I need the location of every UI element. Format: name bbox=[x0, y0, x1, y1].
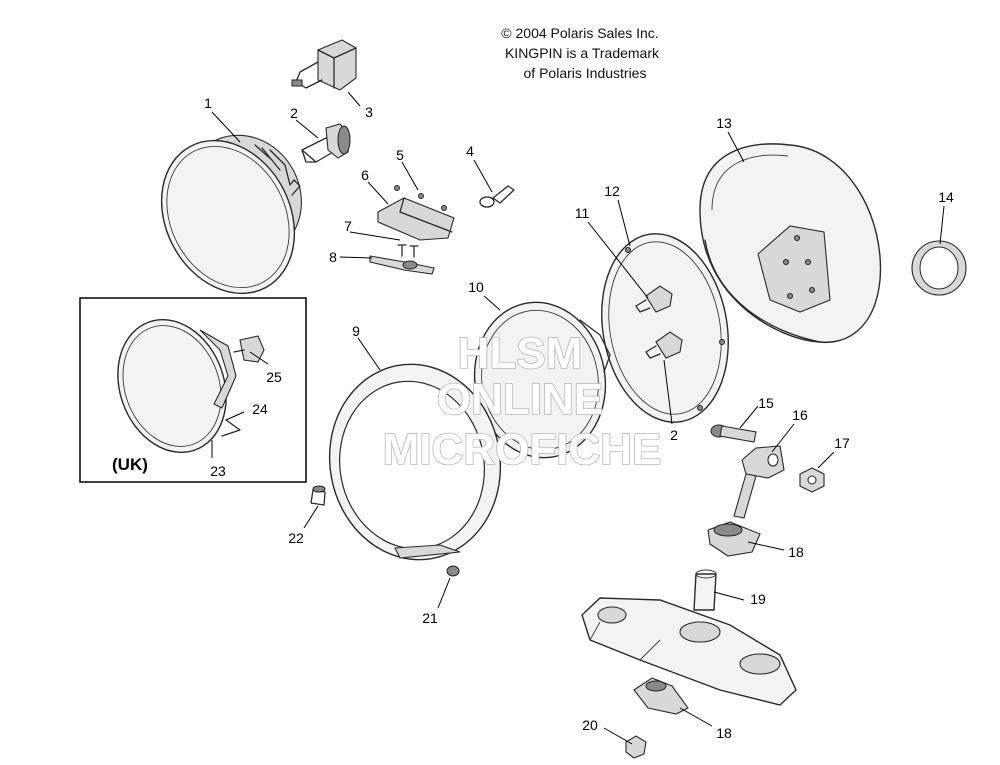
callout-7: 7 bbox=[344, 218, 352, 234]
clamp-bracket bbox=[581, 597, 797, 706]
callout-25: 25 bbox=[266, 369, 282, 385]
part-2-bulb bbox=[301, 123, 351, 163]
callout-numbers: 1 2 3 5 4 6 7 8 13 12 11 14 10 9 2 15 16… bbox=[204, 95, 954, 741]
watermark: HLSM ONLINE MICROFICHE bbox=[382, 328, 662, 475]
part-21-nut bbox=[446, 565, 460, 577]
callout-24: 24 bbox=[252, 401, 268, 417]
callout-20: 20 bbox=[582, 717, 598, 733]
part-18-bushing-upper bbox=[707, 521, 761, 557]
part-9-bezel bbox=[328, 363, 502, 561]
watermark-line-2: ONLINE bbox=[437, 375, 603, 424]
callout-22: 22 bbox=[288, 530, 304, 546]
copyright-line-3: of Polaris Industries bbox=[524, 65, 647, 81]
callout-13: 13 bbox=[716, 115, 732, 131]
callout-2b: 2 bbox=[670, 427, 678, 443]
part-19-spacer bbox=[693, 569, 717, 611]
callout-2: 2 bbox=[290, 105, 298, 121]
part-8-plate bbox=[369, 255, 435, 275]
callout-12: 12 bbox=[604, 183, 620, 199]
watermark-line-3: MICROFICHE bbox=[383, 425, 662, 474]
callout-18b: 18 bbox=[716, 725, 732, 741]
uk-label: (UK) bbox=[112, 455, 148, 474]
part-14-grommet bbox=[911, 240, 967, 296]
part-11-bulbs bbox=[635, 285, 683, 359]
callout-10: 10 bbox=[468, 279, 484, 295]
callout-4: 4 bbox=[466, 143, 474, 159]
part-6-bracket bbox=[377, 197, 455, 241]
callout-21: 21 bbox=[422, 610, 438, 626]
callout-14: 14 bbox=[938, 189, 954, 205]
watermark-line-1: HLSM bbox=[458, 329, 583, 378]
part-12-mount-ring bbox=[601, 233, 729, 423]
leader-lines bbox=[211, 91, 945, 745]
callout-18a: 18 bbox=[788, 544, 804, 560]
part-7-screws bbox=[397, 244, 419, 258]
part-17-nut bbox=[799, 467, 825, 493]
callout-8: 8 bbox=[329, 249, 337, 265]
part-3-socket bbox=[291, 39, 357, 91]
uk-inset-frame bbox=[79, 297, 307, 483]
part-13-housing bbox=[699, 143, 882, 344]
callout-9: 9 bbox=[352, 323, 360, 339]
callout-17: 17 bbox=[834, 435, 850, 451]
callout-19: 19 bbox=[750, 591, 766, 607]
part-5-screws bbox=[394, 185, 447, 211]
callout-23: 23 bbox=[210, 463, 226, 479]
part-20-nut bbox=[625, 735, 647, 759]
part-1-headlight bbox=[160, 134, 302, 295]
part-18-bushing-lower bbox=[633, 677, 689, 715]
callout-3: 3 bbox=[365, 104, 373, 120]
callout-16: 16 bbox=[792, 407, 808, 423]
callout-6: 6 bbox=[361, 167, 369, 183]
part-4-terminal bbox=[479, 185, 515, 208]
part-10-lens bbox=[473, 301, 611, 459]
callout-11: 11 bbox=[575, 205, 590, 221]
part-16-mount bbox=[733, 445, 785, 519]
callout-1: 1 bbox=[204, 95, 212, 111]
copyright-block: © 2004 Polaris Sales Inc. KINGPIN is a T… bbox=[501, 25, 660, 81]
part-22-pin bbox=[310, 485, 326, 506]
copyright-line-2: KINGPIN is a Trademark bbox=[505, 45, 660, 61]
uk-inset: (UK) bbox=[79, 297, 307, 483]
callout-5: 5 bbox=[396, 147, 404, 163]
part-15-bolt bbox=[710, 424, 757, 443]
copyright-line-1: © 2004 Polaris Sales Inc. bbox=[501, 25, 658, 41]
callout-15: 15 bbox=[758, 395, 774, 411]
